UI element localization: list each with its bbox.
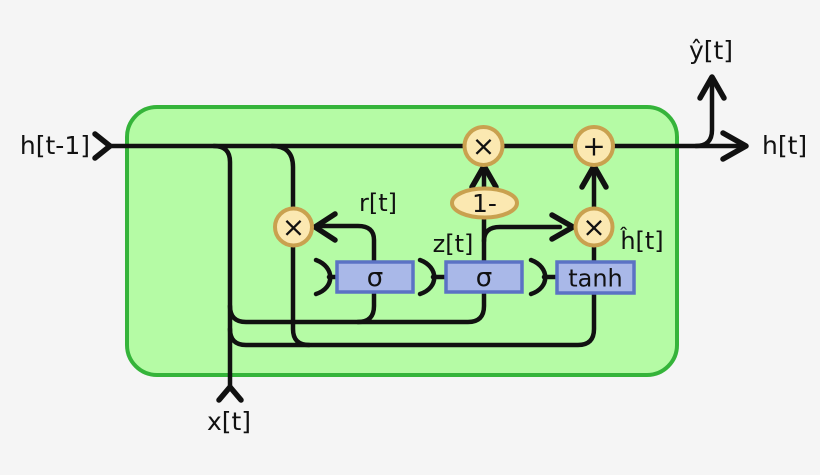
update-branch-line	[481, 224, 563, 244]
candidate-feed-line	[227, 291, 597, 348]
update-arrowhead-icon	[549, 212, 576, 242]
reset-multiply-out-line	[290, 241, 312, 348]
hidden-feed-branch-reset	[355, 291, 377, 325]
reset-multiply-drop-line	[269, 143, 296, 213]
add-glyph: +	[582, 130, 605, 163]
hidden-out-arrowhead-icon	[720, 130, 749, 162]
reset-gate-box	[335, 260, 415, 294]
multiply-node-reset	[273, 206, 314, 248]
output-arrowhead-icon	[697, 74, 727, 101]
update-gate-box	[444, 260, 524, 294]
x-input-fork-icon	[216, 384, 244, 403]
one-minus-node	[450, 186, 519, 220]
one-minus-label: 1-	[472, 189, 497, 218]
update-signal-label: z[t]	[433, 230, 474, 258]
multiply-node-hidden	[462, 125, 505, 167]
update-gate-label: σ	[476, 263, 492, 293]
reset-gate-out-line	[317, 223, 377, 264]
multiply-glyph-hidden: ×	[472, 130, 495, 163]
cell-boundary	[125, 105, 679, 377]
hidden-out-label: h[t]	[762, 131, 807, 160]
add-node	[573, 125, 615, 167]
reset-gate-label: σ	[367, 263, 383, 293]
candidate-signal-label: ĥ[t]	[619, 226, 663, 255]
output-branch-line	[693, 78, 715, 149]
candidate-gate-label: tanh	[568, 265, 623, 293]
multiply-glyph-reset: ×	[282, 211, 305, 244]
multiply-glyph-candidate: ×	[582, 211, 605, 244]
hidden-input-drop-line	[211, 143, 233, 390]
reset-signal-label: r[t]	[359, 189, 397, 217]
multiply-node-candidate	[573, 206, 615, 248]
prev-hidden-label: h[t-1]	[20, 131, 90, 160]
output-label: ŷ[t]	[689, 36, 733, 65]
hidden-feed-line	[227, 291, 487, 325]
input-label: x[t]	[207, 407, 251, 436]
hidden-input-fork-icon	[92, 131, 113, 161]
candidate-gate-box	[555, 260, 636, 295]
reset-arrowhead-icon	[312, 211, 338, 243]
